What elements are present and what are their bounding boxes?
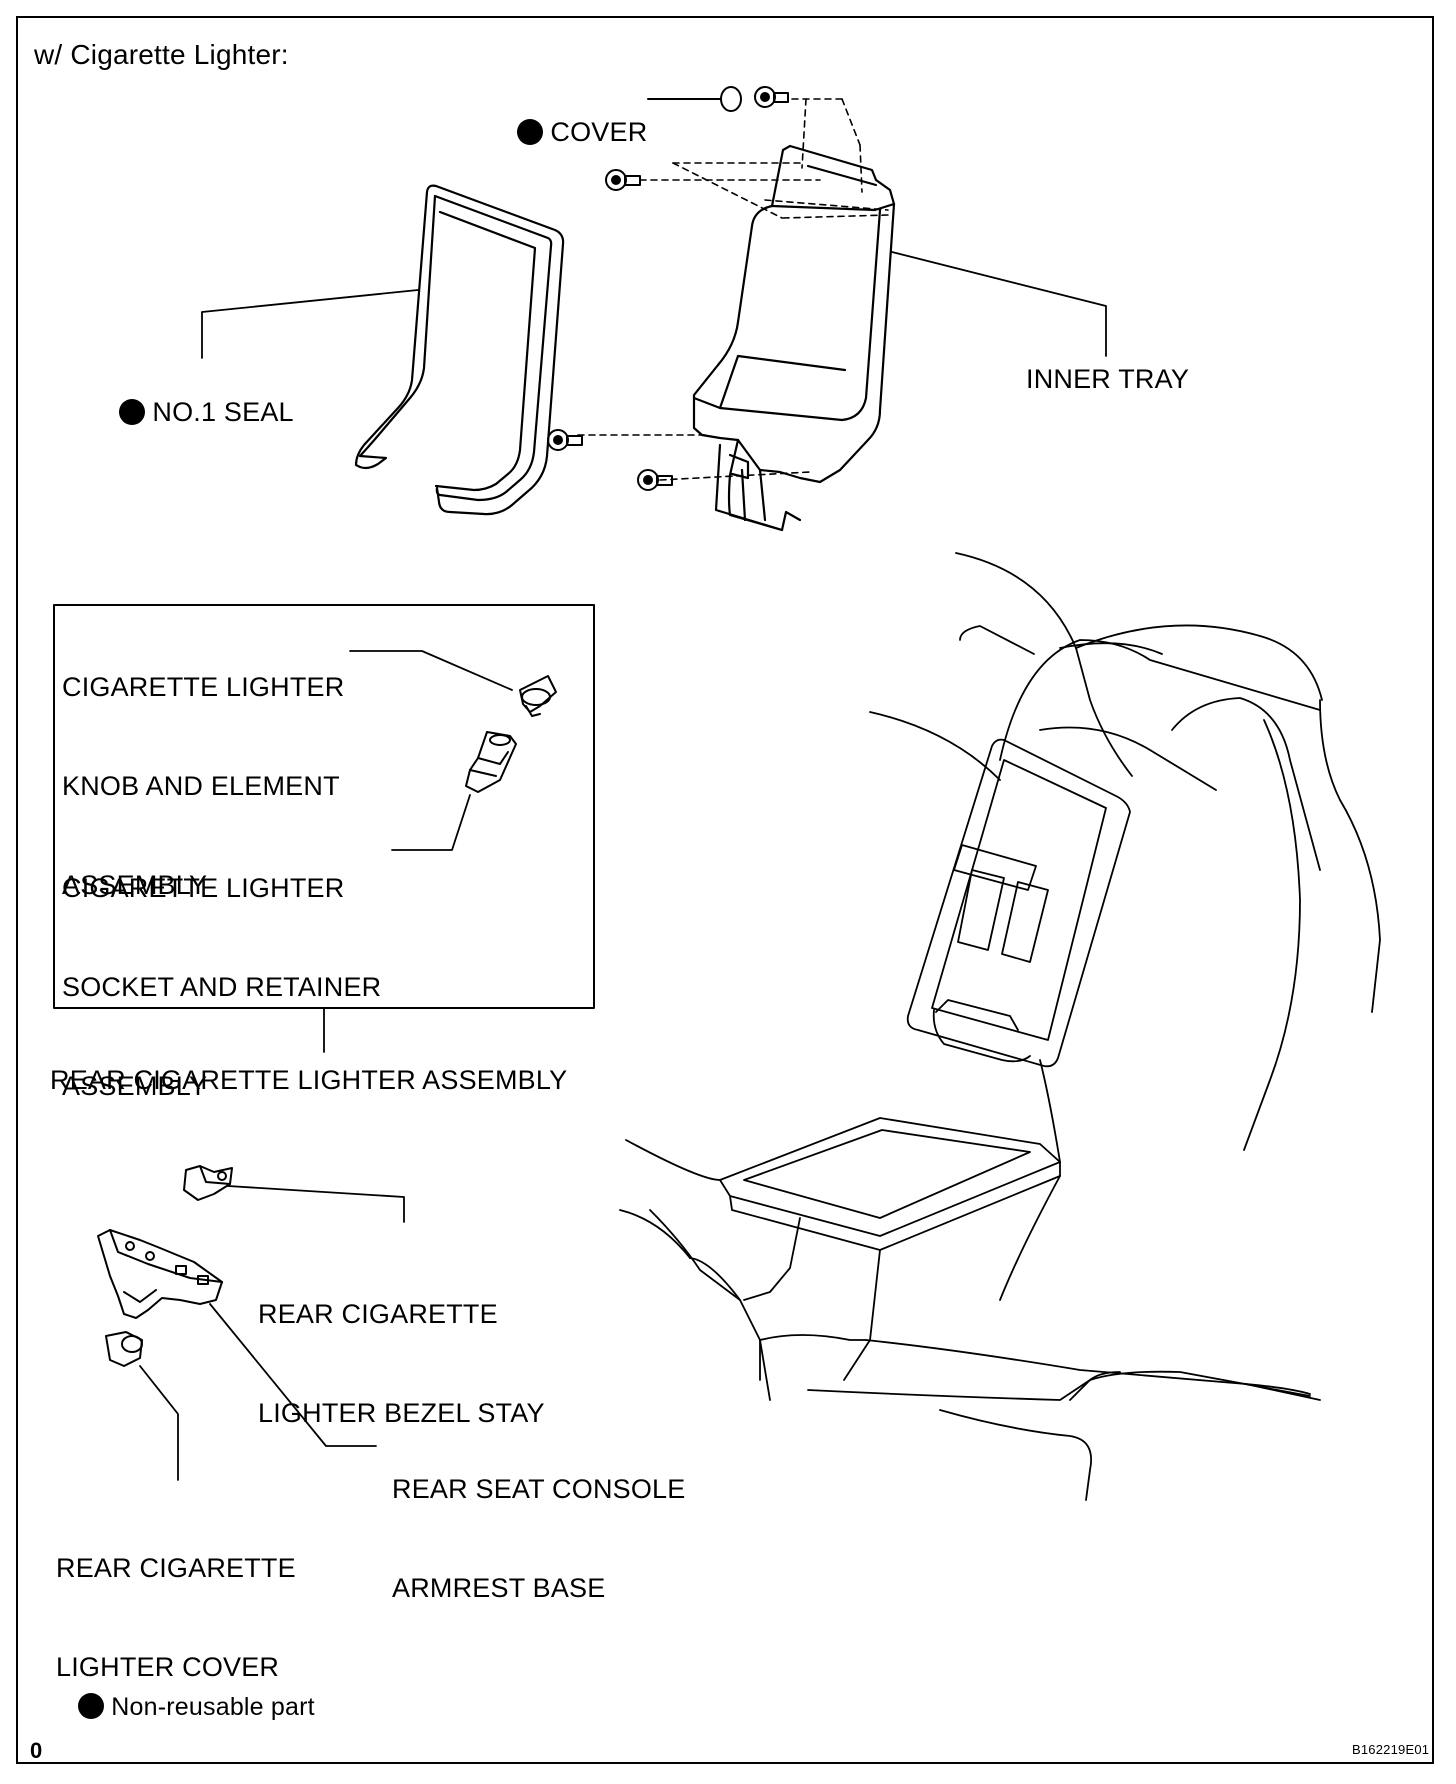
label-no1-seal: NO.1 SEAL	[104, 363, 294, 429]
label-knob-element-assembly: CIGARETTE LIGHTER KNOB AND ELEMENT ASSEM…	[62, 672, 345, 900]
cover-cap-icon	[647, 86, 742, 112]
figure-code: B162219E01	[1352, 1742, 1430, 1757]
legend-text: Non-reusable part	[111, 1693, 315, 1721]
screw-icon	[754, 86, 789, 108]
screw-icon	[605, 169, 641, 191]
leader-lighter-cover	[139, 1365, 179, 1481]
non-reusable-dot-icon	[78, 1693, 105, 1719]
label-cover: COVER	[502, 83, 647, 149]
bezel-stay-icon	[183, 1165, 233, 1201]
label-armrest-base: REAR SEAT CONSOLE ARMREST BASE	[392, 1474, 686, 1603]
leader-knob-element	[349, 650, 513, 691]
non-reusable-dot-icon	[517, 119, 544, 145]
leader-bezel-stay	[227, 1185, 405, 1223]
screw-icon	[547, 429, 583, 451]
non-reusable-dot-icon	[119, 399, 146, 425]
screw-icon	[637, 469, 673, 491]
leader-inner-tray	[891, 251, 1107, 357]
leader-socket-retainer	[391, 794, 471, 851]
inner-tray-drawing	[692, 144, 896, 532]
rear-seat-console-scene	[619, 552, 1381, 1501]
label-rear-lighter-assembly: REAR CIGARETTE LIGHTER ASSEMBLY	[50, 1065, 568, 1095]
page-title: w/ Cigarette Lighter:	[34, 39, 289, 70]
lighter-cover-icon	[105, 1331, 143, 1367]
fastener-dash-lines	[577, 98, 889, 481]
leader-armrest-base	[209, 1303, 377, 1447]
label-lighter-cover: REAR CIGARETTE LIGHTER COVER	[56, 1553, 296, 1682]
label-inner-tray: INNER TRAY	[1026, 364, 1190, 394]
label-bezel-stay: REAR CIGARETTE LIGHTER BEZEL STAY	[258, 1299, 545, 1428]
armrest-base-icon	[97, 1229, 223, 1319]
leader-no1-seal	[201, 289, 419, 359]
no1-seal-drawing	[354, 184, 565, 516]
diagram-frame	[16, 16, 1434, 1764]
legend: Non-reusable part	[64, 1658, 315, 1724]
label-socket-retainer-assembly: CIGARETTE LIGHTER SOCKET AND RETAINER AS…	[62, 873, 382, 1101]
socket-retainer-icon	[465, 731, 517, 793]
footer-left-mark: 0	[30, 1738, 43, 1763]
knob-element-icon	[519, 675, 557, 717]
